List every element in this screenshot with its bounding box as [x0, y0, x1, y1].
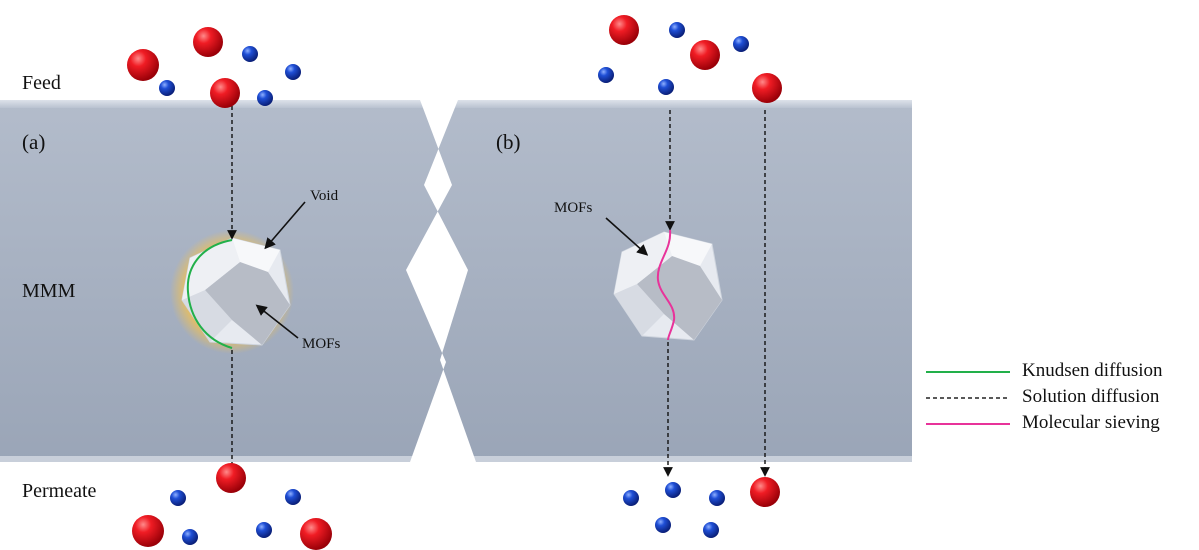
large-molecule [210, 78, 240, 108]
mof-particle-a [170, 230, 294, 354]
large-molecule [216, 463, 246, 493]
panel-b-label: (b) [496, 130, 521, 154]
legend-label-sieving: Molecular sieving [1022, 412, 1160, 433]
small-molecule [598, 67, 614, 83]
small-molecule [655, 517, 671, 533]
small-molecule [669, 22, 685, 38]
small-molecule [285, 489, 301, 505]
small-molecule [703, 522, 719, 538]
large-molecule [132, 515, 164, 547]
small-molecule [182, 529, 198, 545]
small-molecule [733, 36, 749, 52]
mofs-a-label: MOFs [302, 336, 341, 352]
void-label: Void [310, 188, 339, 204]
small-molecule [257, 90, 273, 106]
break-gap [406, 100, 476, 462]
small-molecule [256, 522, 272, 538]
large-molecule [193, 27, 223, 57]
feed-molecules-a [127, 27, 301, 108]
small-molecule [709, 490, 725, 506]
legend-label-solution: Solution diffusion [1022, 386, 1160, 407]
large-molecule [750, 477, 780, 507]
mofs-b-pointer-arrow [605, 217, 649, 256]
legend [926, 371, 1010, 425]
small-molecule [285, 64, 301, 80]
panel-a-label: (a) [22, 130, 46, 154]
membrane [0, 100, 912, 462]
small-molecule [658, 79, 674, 95]
large-molecule [690, 40, 720, 70]
small-molecule [665, 482, 681, 498]
permeate-molecules-a [132, 463, 332, 550]
permeate-label: Permeate [22, 480, 97, 502]
large-molecule [127, 49, 159, 81]
permeate-molecules-b [623, 477, 780, 538]
mofs-a-pointer-arrow [255, 304, 299, 339]
legend-label-knudsen: Knudsen diffusion [1022, 360, 1163, 381]
large-molecule [609, 15, 639, 45]
feed-molecules-b [598, 15, 782, 103]
mmm-label: MMM [22, 280, 76, 302]
knudsen-diffusion-path-a [186, 239, 233, 349]
mofs-b-label: MOFs [554, 200, 593, 216]
void-pointer-arrow [264, 201, 306, 250]
feed-label: Feed [22, 72, 61, 94]
small-molecule [170, 490, 186, 506]
small-molecule [159, 80, 175, 96]
molecular-sieving-path-b [656, 229, 676, 341]
large-molecule [752, 73, 782, 103]
small-molecule [242, 46, 258, 62]
small-molecule [623, 490, 639, 506]
large-molecule [300, 518, 332, 550]
